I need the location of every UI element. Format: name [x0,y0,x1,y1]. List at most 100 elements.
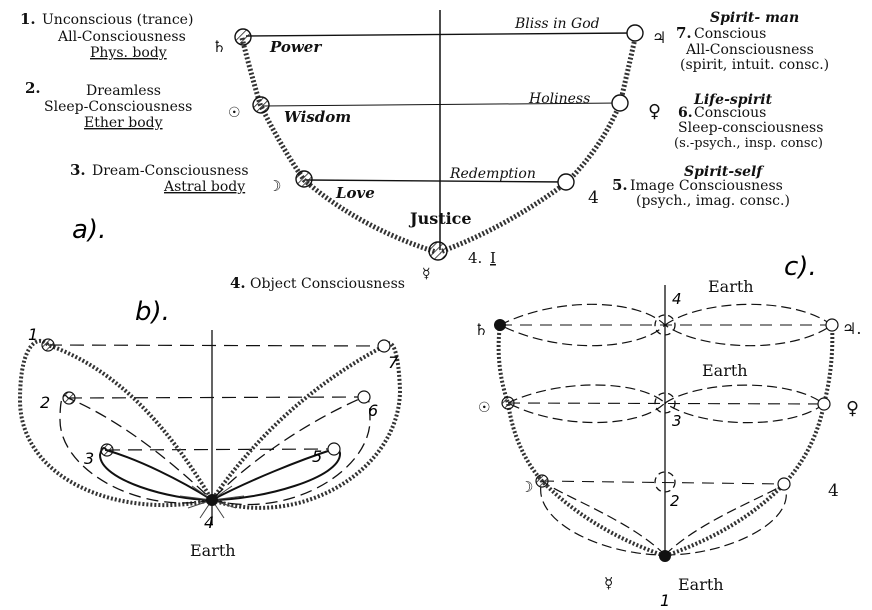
c-node-jupiter [826,319,838,331]
c-node-earth [659,550,671,562]
panel-a-left-curve [242,38,436,252]
panel-b-tag: b). [135,297,170,327]
b-node-7 [378,340,390,352]
c-row2-left-loop [508,385,665,423]
b-num-4: 4 [204,513,214,532]
c-axis-num-4: 4 [672,290,682,308]
c-row3-left-loop [541,481,665,555]
node-holiness [612,95,628,111]
a-left-3-line2: Astral body [163,179,245,195]
c-node-moon [536,475,548,487]
b-node-4 [206,494,218,506]
panel-a: 1. Unconscious (trance) All-Consciousnes… [20,10,829,292]
a-right-5-line1: Image Consciousness [630,178,783,194]
mercury-symbol: ☿ [422,266,431,282]
c-dash-3 [542,481,784,484]
b-num-2: 2 [40,393,50,412]
c-moon-symbol: ☽ [520,478,533,496]
a-bottom-num: 4. [468,249,482,267]
c-earth-top: Earth [708,277,754,296]
a-left-2-num: 2. [25,79,41,97]
b-outer-loop-right [212,343,400,508]
c-venus-symbol: ♀ [846,398,859,419]
a-left-2-line2: Sleep-Consciousness [44,99,192,115]
a-right-7-num: 7. [676,24,692,42]
a-right-7-line1: Conscious [694,26,766,42]
b-node-3 [101,444,113,456]
c-saturn-symbol: ♄ [474,320,488,339]
a-right-6-num: 6. [678,105,693,121]
virtue-love: Love [335,184,375,202]
b-dash-2 [68,397,364,398]
virtue-wisdom: Wisdom [284,108,351,126]
panel-b: b). 1 2 3 4 5 6 7 Earth [20,297,400,560]
virtue-bliss: Bliss in God [514,16,600,32]
node-bliss [627,25,643,41]
a-right-5-num: 5. [612,176,628,194]
node-power [235,29,251,45]
a-right-5-line2: (psych., imag. consc.) [636,193,790,209]
a-left-1-line1: Unconscious (trance) [42,12,193,28]
c-node-venus [818,398,830,410]
c-axis-num-3: 3 [672,412,682,430]
b-dash-3 [106,449,334,450]
b-earth-label: Earth [190,541,236,560]
a-left-2-line3: Ether body [84,115,163,131]
c-earth-bottom: Earth [678,575,724,594]
jupiter-symbol: ♃ [652,28,666,47]
b-num-1: 1 [28,325,38,344]
object-consciousness-label: Object Consciousness [250,276,405,292]
sun-symbol: ☉ [228,105,241,121]
a-right-7-title: Spirit- man [710,10,799,26]
a-left-1-line3: Phys. body [90,45,167,61]
panel-a-tag: a). [72,215,106,245]
a-right-6-line3: (s.-psych., insp. consc) [674,136,823,151]
c-jupiter-4-symbol: 4 [828,481,839,501]
saturn-symbol: ♄ [212,37,226,56]
virtue-justice: Justice [408,209,472,228]
node-love [296,171,312,187]
c-right-hatched [665,325,832,556]
node-redemption [558,174,574,190]
b-node-2 [63,392,75,404]
virtue-redemption: Redemption [449,166,536,182]
c-row3-right-loop [665,484,786,555]
moon-symbol: ☽ [268,177,281,195]
a-left-1-num: 1. [20,10,36,28]
c-left-hatched [499,325,665,556]
a-right-7-line2: All-Consciousness [685,42,814,58]
a-left-2-line1: Dreamless [86,83,161,99]
panel-c: c). Earth Earth Earth 4 3 2 [474,252,861,610]
a-right-6-line1: Conscious [694,105,766,121]
venus-symbol: ♀ [648,101,661,122]
a-left-3-num: 3. [70,161,86,179]
node-wisdom [253,97,269,113]
b-num-6: 6 [368,401,378,420]
c-axis-num-2: 2 [670,492,680,510]
virtue-holiness: Holiness [528,91,590,107]
c-node-saturn [494,319,506,331]
virtue-power: Power [269,38,322,56]
c-sun-symbol: ☉ [478,400,491,416]
jupiter-4-symbol: 4 [588,188,599,208]
a-right-7-line3: (spirit, intuit. consc.) [680,57,829,73]
b-num-7: 7 [388,353,399,372]
c-mercury-symbol: ☿ [604,574,613,592]
b-node-1 [42,339,54,351]
b-num-3: 3 [84,449,94,468]
c-node-sun [502,397,514,409]
b-dash-1 [48,345,384,346]
b-node-5 [328,443,340,455]
a-bottom-roman: I [490,249,496,267]
c-earth-mid: Earth [702,361,748,380]
a-left-3-line1: Dream-Consciousness [92,163,249,179]
c-node-jupiter-4 [778,478,790,490]
a-right-6-line2: Sleep-consciousness [678,120,823,136]
node-justice [429,242,447,260]
a-left-1-line2: All-Consciousness [57,29,186,45]
c-jupiter-symbol: ♃. [842,319,861,338]
b-num-5: 5 [312,447,322,466]
a-bottom-num-2: 4. [230,274,246,292]
c-axis-num-1: 1 [660,591,670,610]
